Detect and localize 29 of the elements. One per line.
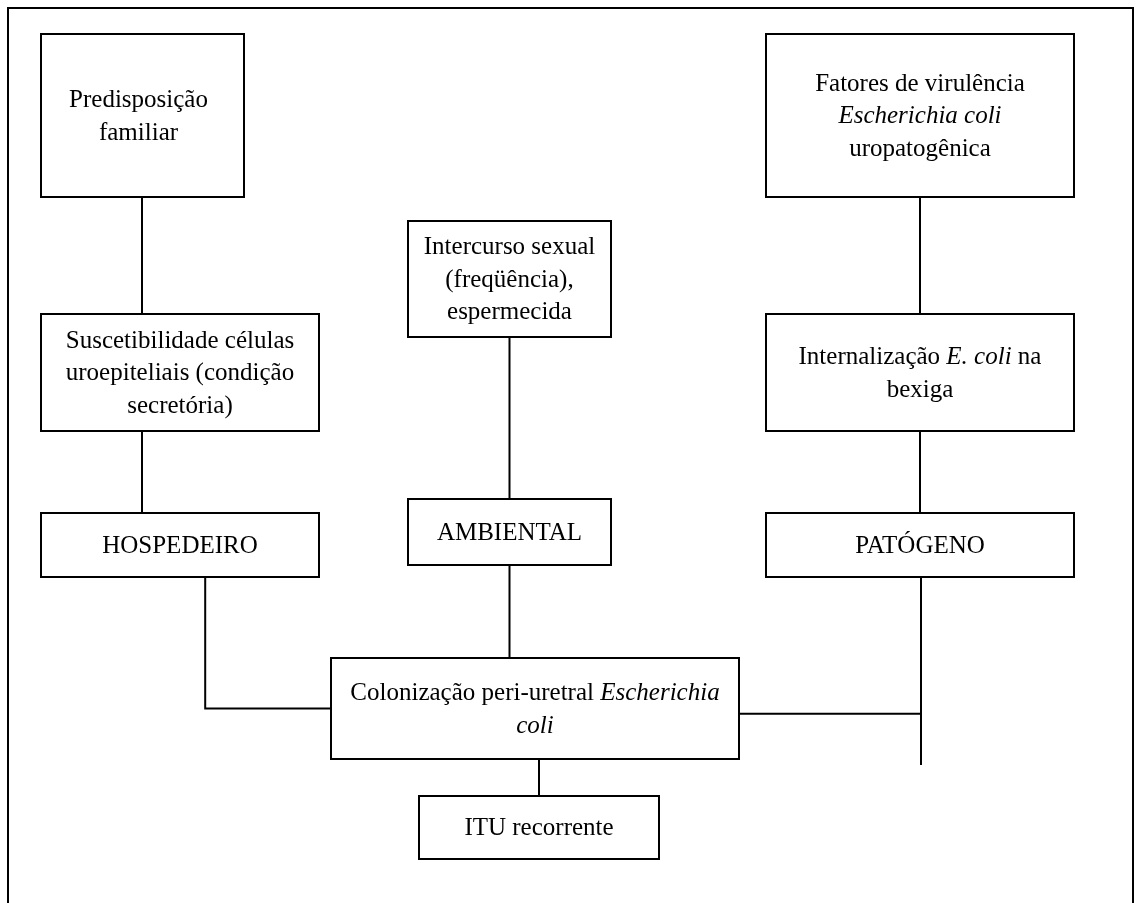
box-label: PATÓGENO [855, 529, 985, 560]
box-label: Internalização E. coli na bexiga [797, 341, 1043, 404]
connector-line [204, 577, 331, 710]
connector-line [141, 197, 143, 314]
process-box [40, 512, 320, 578]
process-box [765, 512, 1075, 578]
connector-line [508, 565, 511, 658]
box-label: Predisposição familiar [68, 84, 209, 147]
process-box [40, 313, 320, 432]
process-box [407, 220, 612, 338]
connector-line [919, 431, 921, 513]
connector-line [739, 577, 922, 766]
box-label: ITU recorrente [464, 812, 614, 843]
connector-line [508, 337, 511, 499]
connector-line [919, 197, 921, 314]
box-label: AMBIENTAL [436, 516, 583, 547]
box-label: Colonização peri-uretral Escherichia coli [349, 677, 721, 740]
process-box [765, 33, 1075, 198]
connector-line [538, 759, 540, 796]
box-label: Fatores de virulência Escherichia coli uropatogênica [814, 67, 1026, 163]
process-box [418, 795, 660, 860]
process-box [407, 498, 612, 566]
process-box [40, 33, 245, 198]
box-label: Suscetibilidade células uroepiteliais (condição secretória) [64, 324, 296, 421]
connector-line [141, 431, 143, 513]
process-box [765, 313, 1075, 432]
process-box [330, 657, 740, 760]
box-label: HOSPEDEIRO [102, 529, 258, 560]
box-label: Intercurso sexual (freqüência), espermecida [422, 231, 597, 327]
